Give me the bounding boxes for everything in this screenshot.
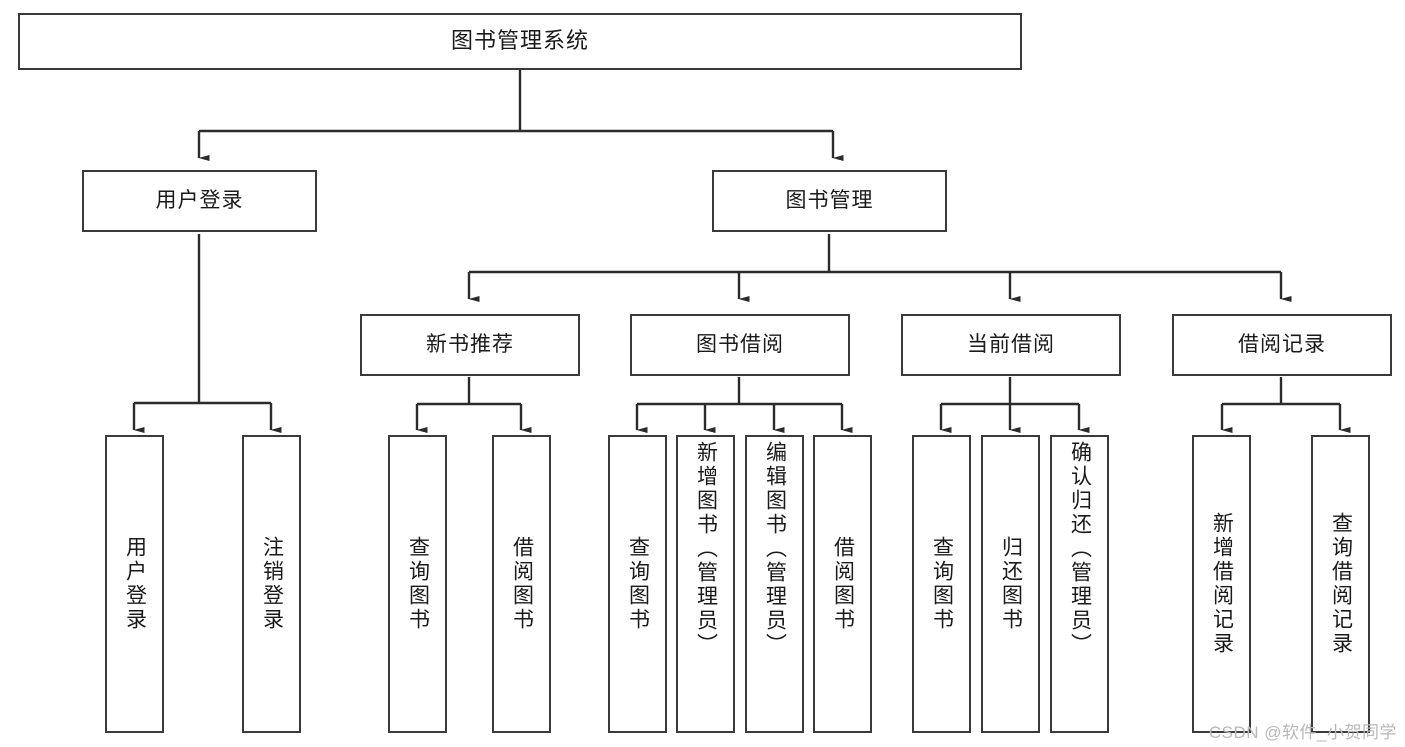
leaf-label: 查询图书 (930, 536, 954, 632)
leaf-book-borrow-edit[interactable]: 编辑图书（管理员） (745, 435, 804, 733)
leaf-label: 归还图书 (999, 536, 1023, 632)
leaf-label: 借阅图书 (510, 536, 534, 632)
node-root-system[interactable]: 图书管理系统 (18, 13, 1022, 70)
leaf-label: 查询图书 (406, 536, 430, 632)
node-label: 用户登录 (155, 189, 244, 213)
leaf-label: 确认归还（管理员） (1068, 441, 1092, 657)
node-label: 图书管理系统 (450, 28, 589, 54)
node-book-management[interactable]: 图书管理 (712, 170, 947, 232)
leaf-label: 借阅图书 (831, 536, 855, 632)
node-label: 借阅记录 (1238, 333, 1326, 357)
leaf-new-book-borrow[interactable]: 借阅图书 (492, 435, 551, 733)
leaf-label: 查询图书 (626, 536, 650, 632)
leaf-label: 新增借阅记录 (1210, 512, 1234, 656)
node-label: 图书管理 (785, 189, 874, 213)
node-label: 图书借阅 (696, 333, 784, 357)
leaf-book-borrow-add[interactable]: 新增图书（管理员） (676, 435, 735, 733)
watermark-text: CSDN @软件_小贺同学 (1208, 723, 1397, 742)
leaf-label: 查询借阅记录 (1329, 512, 1353, 656)
leaf-label: 编辑图书（管理员） (763, 441, 787, 657)
leaf-label: 注销登录 (260, 536, 284, 632)
node-user-login[interactable]: 用户登录 (82, 170, 317, 232)
leaf-book-borrow-query[interactable]: 查询图书 (608, 435, 667, 733)
leaf-new-book-query[interactable]: 查询图书 (388, 435, 447, 733)
node-borrow-record[interactable]: 借阅记录 (1172, 314, 1392, 376)
leaf-user-login-logout[interactable]: 注销登录 (242, 435, 301, 733)
node-new-book-recommend[interactable]: 新书推荐 (360, 314, 580, 376)
leaf-label: 新增图书（管理员） (694, 441, 718, 657)
node-label: 新书推荐 (426, 333, 514, 357)
node-label: 当前借阅 (967, 333, 1055, 357)
leaf-borrow-record-query[interactable]: 查询借阅记录 (1311, 435, 1370, 733)
leaf-user-login-login[interactable]: 用户登录 (105, 435, 164, 733)
leaf-borrow-record-add[interactable]: 新增借阅记录 (1192, 435, 1251, 733)
leaf-current-borrow-query[interactable]: 查询图书 (912, 435, 971, 733)
leaf-label: 用户登录 (123, 536, 147, 632)
leaf-book-borrow-borrow[interactable]: 借阅图书 (813, 435, 872, 733)
node-current-borrow[interactable]: 当前借阅 (901, 314, 1121, 376)
leaf-current-borrow-confirm-return[interactable]: 确认归还（管理员） (1050, 435, 1109, 733)
node-book-borrow[interactable]: 图书借阅 (630, 314, 850, 376)
leaf-current-borrow-return[interactable]: 归还图书 (981, 435, 1040, 733)
